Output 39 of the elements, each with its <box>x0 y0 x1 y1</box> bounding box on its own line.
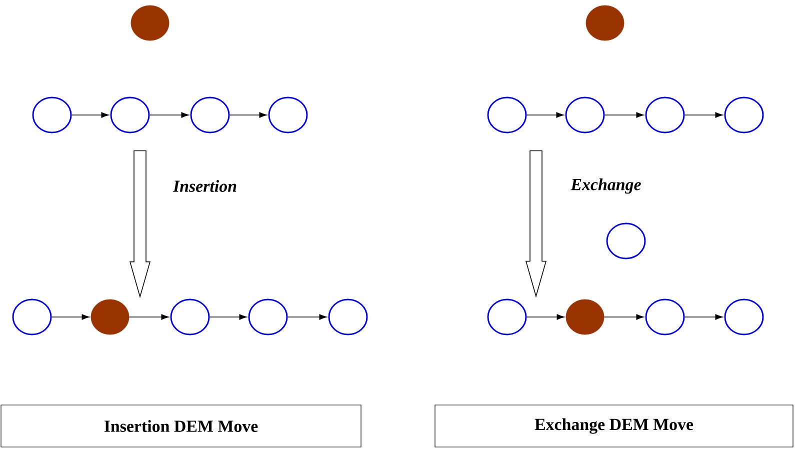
filled-circle <box>566 299 604 335</box>
empty-circle <box>268 96 308 134</box>
empty-circle <box>190 96 230 134</box>
empty-circle <box>170 298 210 336</box>
arrow <box>684 314 723 320</box>
caption-box: Insertion DEM Move <box>0 404 362 448</box>
empty-circle <box>565 96 605 134</box>
arrow <box>287 314 327 320</box>
block-arrow <box>525 150 547 298</box>
empty-circle <box>12 298 52 336</box>
filled-circle <box>90 299 130 335</box>
empty-circle <box>645 96 685 134</box>
arrow <box>128 314 169 320</box>
arrow <box>604 112 644 118</box>
empty-circle <box>487 96 527 134</box>
arrow <box>604 314 644 320</box>
empty-circle <box>487 298 527 336</box>
empty-circle <box>328 298 368 336</box>
arrow <box>209 314 247 320</box>
arrow <box>526 314 564 320</box>
arrow <box>71 112 109 118</box>
arrow <box>526 112 564 118</box>
arrow <box>684 112 723 118</box>
arrow <box>149 112 189 118</box>
filled-circle <box>586 5 624 41</box>
edge-label: Insertion <box>172 180 236 192</box>
arrow <box>229 112 267 118</box>
arrow <box>51 314 90 320</box>
block-arrow <box>129 150 151 298</box>
empty-circle <box>724 96 764 134</box>
filled-circle <box>130 5 170 41</box>
empty-circle <box>724 298 764 336</box>
caption-box: Exchange DEM Move <box>434 404 794 448</box>
edge-label: Exchange <box>570 178 641 194</box>
empty-circle <box>248 298 288 336</box>
empty-circle <box>645 298 685 336</box>
empty-circle <box>110 96 150 134</box>
empty-circle <box>32 96 72 134</box>
empty-circle <box>606 222 646 260</box>
